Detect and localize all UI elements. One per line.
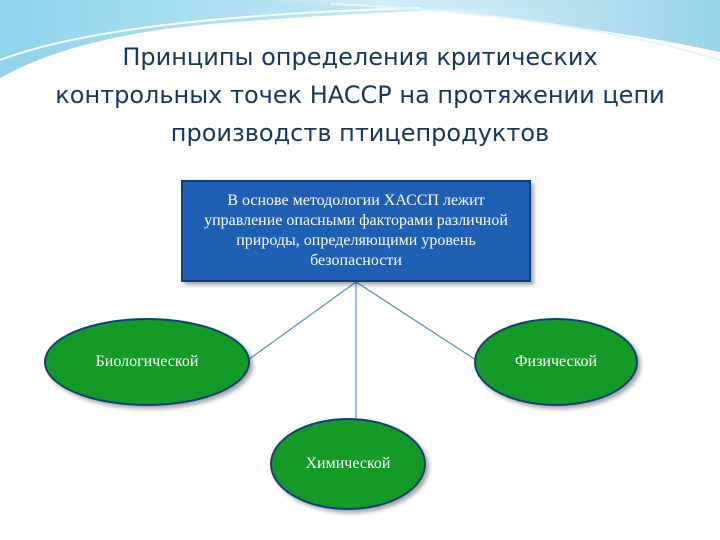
node-chemical: Химической <box>270 418 426 510</box>
methodology-box: В основе методологии ХАССП лежит управле… <box>181 180 531 282</box>
connector-to-biological <box>248 282 356 360</box>
node-chemical-label: Химической <box>306 455 391 473</box>
node-biological: Биологической <box>44 318 250 406</box>
connector-to-physical <box>356 282 476 360</box>
methodology-text: В основе методологии ХАССП лежит управле… <box>193 191 519 271</box>
node-biological-label: Биологической <box>96 353 199 371</box>
node-physical-label: Физической <box>515 353 597 371</box>
node-physical: Физической <box>474 318 638 406</box>
